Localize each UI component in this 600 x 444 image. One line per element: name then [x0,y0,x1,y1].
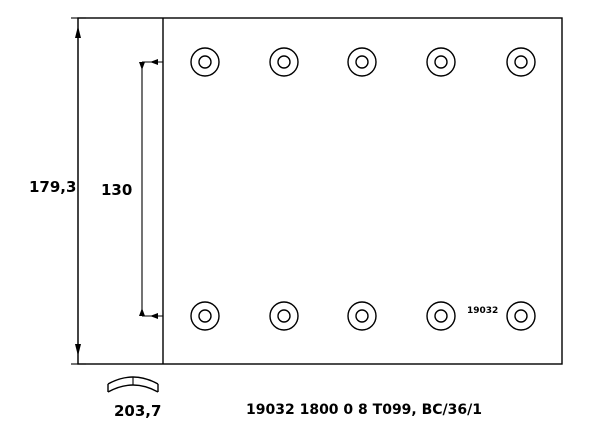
part-number-label: 19032 1800 0 8 T099, BC/36/1 [246,402,483,418]
arc-width-symbol [107,376,159,393]
dimension-label-overall-height: 179,3 [29,178,77,196]
rivet-hole [347,47,377,77]
rivet-hole [269,301,299,331]
rivet-hole [426,47,456,77]
rivet-hole [190,301,220,331]
rivet-hole [347,301,377,331]
rivet-holes-top-row [190,47,536,77]
rivet-hole [506,301,536,331]
rivet-hole [269,47,299,77]
rivet-hole [426,301,456,331]
rivet-hole [506,47,536,77]
dimension-overall-height [71,17,86,365]
stamp-label: 19032 [467,306,499,316]
rivet-hole [190,47,220,77]
dimension-row-spacing [139,59,163,319]
dimension-label-arc-width: 203,7 [114,402,162,420]
rivet-holes-bottom-row [190,301,536,331]
dimension-label-row-spacing: 130 [101,181,133,199]
